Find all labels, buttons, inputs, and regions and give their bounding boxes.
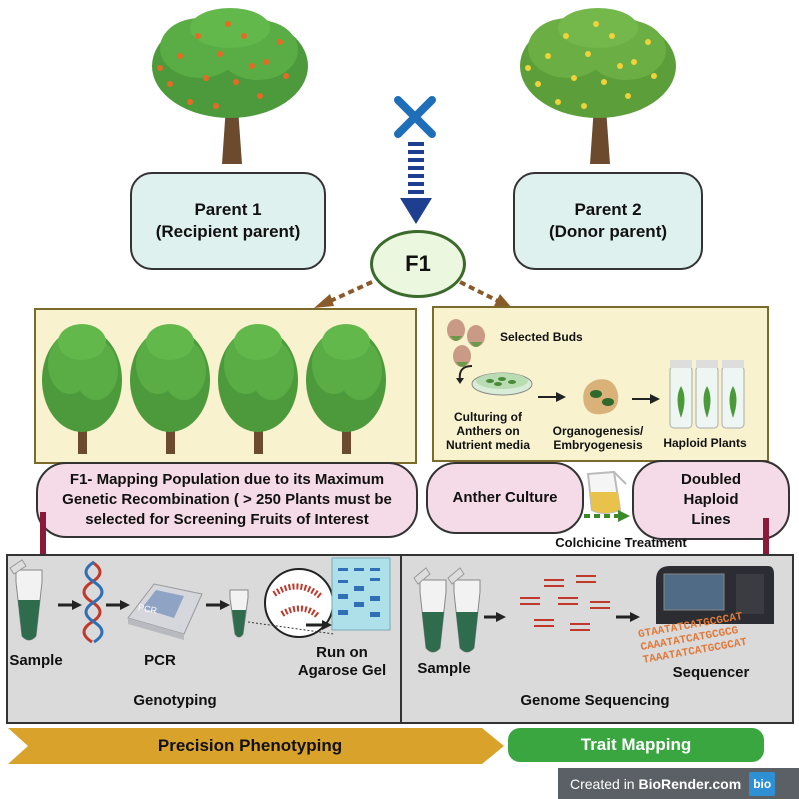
f1-node: F1 bbox=[370, 230, 466, 298]
organogenesis-label: Organogenesis/ Embryogenesis bbox=[552, 424, 644, 452]
dna-fragments-icon bbox=[520, 575, 610, 631]
haploid-plants-label: Haploid Plants bbox=[663, 436, 747, 450]
arrow-right-icon bbox=[106, 600, 130, 610]
parent2-box: Parent 2 (Donor parent) bbox=[513, 172, 703, 270]
parent1-title: Parent 1 bbox=[194, 200, 262, 219]
dna-icon bbox=[82, 560, 104, 644]
curved-arrow-icon bbox=[456, 365, 473, 384]
sample-tube-icon bbox=[9, 559, 43, 641]
zoom-circle-icon bbox=[264, 568, 334, 638]
sequencer-machine-icon bbox=[656, 566, 774, 624]
agarose-gel-icon bbox=[331, 557, 391, 631]
parent2-subtitle: (Donor parent) bbox=[548, 222, 668, 241]
genotyping-sample-label: Sample bbox=[9, 652, 63, 669]
trait-mapping-bar: Trait Mapping bbox=[508, 728, 764, 762]
parent1-subtitle: (Recipient parent) bbox=[155, 222, 301, 241]
dotted-line-icon bbox=[247, 621, 335, 635]
right-dashed-arrow-icon bbox=[459, 280, 512, 308]
left-dashed-arrow-icon bbox=[314, 280, 373, 308]
arrow-right-icon bbox=[632, 394, 660, 404]
arrow-right-icon bbox=[306, 620, 332, 630]
precision-bar bbox=[8, 728, 504, 764]
beaker-icon bbox=[586, 470, 627, 514]
doubled-haploid-text: Doubled Haploid Lines bbox=[681, 471, 741, 528]
parent2-title: Parent 2 bbox=[574, 200, 642, 219]
small-tube-icon bbox=[229, 589, 249, 638]
culture-tubes-icon bbox=[669, 360, 745, 429]
mapping-population-text: F1- Mapping Population due to its Maximu… bbox=[62, 471, 392, 528]
down-arrow-icon bbox=[400, 142, 432, 224]
arrow-right-icon bbox=[58, 600, 82, 610]
parent1-box: Parent 1 (Recipient parent) bbox=[130, 172, 326, 270]
sequencing-title: Genome Sequencing bbox=[520, 692, 670, 709]
precision-label: Precision Phenotyping bbox=[157, 736, 343, 755]
f1-label: F1 bbox=[405, 251, 431, 276]
biorender-footer[interactable]: Created in BioRender.com bio bbox=[558, 768, 799, 799]
arrow-right-icon bbox=[616, 612, 640, 622]
created-in-text: Created in bbox=[570, 775, 639, 792]
brand-text: BioRender.com bbox=[638, 775, 742, 792]
trait-mapping-label: Trait Mapping bbox=[580, 735, 692, 754]
anther-culture-box: Anther Culture bbox=[426, 462, 584, 534]
brand-logo-text: bio bbox=[753, 776, 772, 791]
cross-icon bbox=[394, 96, 436, 138]
callus-icon bbox=[583, 379, 619, 415]
sequencing-sample-label: Sample bbox=[417, 660, 471, 677]
arrow-right-icon bbox=[484, 612, 506, 622]
green-dashed-arrow-icon bbox=[584, 510, 630, 522]
mapping-population-box: F1- Mapping Population due to its Maximu… bbox=[36, 462, 418, 538]
parent2-tree-icon bbox=[520, 8, 676, 164]
brand-logo-icon: bio bbox=[749, 771, 776, 796]
buds-icon bbox=[447, 319, 485, 367]
anther-culture-text: Anther Culture bbox=[452, 489, 558, 506]
sample-tubes-icon bbox=[413, 567, 481, 653]
colchicine-label: Colchicine Treatment bbox=[555, 535, 687, 550]
selected-buds-label: Selected Buds bbox=[500, 330, 583, 344]
pcr-label: PCR bbox=[144, 652, 176, 669]
arrow-right-icon bbox=[206, 600, 230, 610]
pcr-machine-icon bbox=[127, 583, 203, 640]
population-trees-icon bbox=[42, 324, 386, 454]
genotyping-title: Genotyping bbox=[133, 692, 217, 709]
arrow-right-icon bbox=[538, 392, 566, 402]
culturing-label: Culturing of Anthers on Nutrient media bbox=[445, 410, 530, 452]
sequencer-label: Sequencer bbox=[672, 664, 750, 681]
parent1-tree-icon bbox=[152, 8, 308, 164]
petri-dish-icon bbox=[471, 372, 533, 396]
run-gel-label: Run on Agarose Gel bbox=[297, 644, 387, 679]
